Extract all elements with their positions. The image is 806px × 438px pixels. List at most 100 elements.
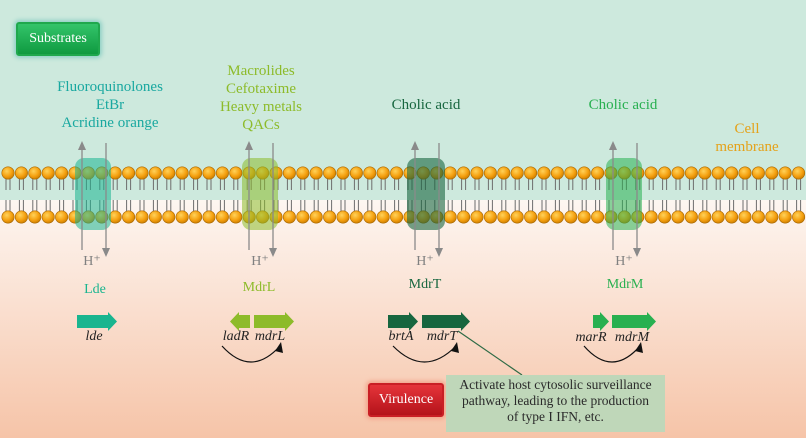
lipid-head <box>765 166 779 180</box>
lipid-head <box>215 166 229 180</box>
lipid-tail <box>487 200 493 212</box>
lipid-head <box>564 166 578 180</box>
lipid-head <box>135 210 149 224</box>
mdrt-substrates: Cholic acid <box>392 96 461 114</box>
lipid-tail <box>219 178 225 190</box>
lipid-tail <box>18 178 24 190</box>
lipid-tail <box>541 200 547 212</box>
transporter-mdrt <box>407 158 445 230</box>
gene-label-brta: brtA <box>388 329 414 344</box>
lipid-head <box>711 210 725 224</box>
lipid-tail <box>300 200 306 212</box>
lipid-head <box>376 210 390 224</box>
virulence-description-box: Activate host cytosolic surveillance pat… <box>446 375 665 432</box>
lipid-head <box>751 166 765 180</box>
lipid-head <box>229 166 243 180</box>
arrowhead <box>435 248 443 257</box>
lde-substrate: EtBr <box>95 97 125 113</box>
lipid-tail <box>528 200 534 212</box>
gene-label-mdrm: mdrM <box>614 330 650 345</box>
lipid-tail <box>474 178 480 190</box>
lipid-tail <box>501 178 507 190</box>
lipid-head <box>497 166 511 180</box>
lipid-tail <box>394 200 400 212</box>
lipid-tail <box>769 178 775 190</box>
lipid-head <box>202 166 216 180</box>
lipid-tail <box>461 178 467 190</box>
lipid-head <box>175 166 189 180</box>
mdrl-substrate: Heavy metals <box>219 99 303 115</box>
proton-label: H⁺ <box>615 254 633 269</box>
mdrl-substrate: Macrolides <box>227 63 295 79</box>
lipid-tail <box>18 200 24 212</box>
lipid-head <box>14 210 28 224</box>
gene-arrow-mdrm <box>612 312 656 331</box>
lipid-tail <box>353 178 359 190</box>
gene-arrow-ladr <box>230 312 250 331</box>
lipid-head <box>148 210 162 224</box>
lipid-tail <box>219 200 225 212</box>
lipid-tail <box>112 178 118 190</box>
lipid-tail <box>286 200 292 212</box>
lipid-tail <box>688 200 694 212</box>
virulence-description-line: of type I IFN, etc. <box>507 409 604 424</box>
lipid-head <box>376 166 390 180</box>
lipid-head <box>363 210 377 224</box>
lipid-head <box>510 210 524 224</box>
arrowhead <box>609 141 617 150</box>
gene-arrow-lde <box>77 312 117 331</box>
lipid-tail <box>554 200 560 212</box>
gene-label-mdrl: mdrL <box>254 329 286 344</box>
arrowhead <box>451 342 459 353</box>
lipid-tail <box>447 178 453 190</box>
lipid-tail <box>152 200 158 212</box>
lipid-tail <box>742 200 748 212</box>
pump-name-mdrm: MdrM <box>606 277 644 292</box>
lipid-head <box>122 166 136 180</box>
lde-substrates: Fluoroquinolones EtBr Acridine orange <box>57 78 163 132</box>
lipid-tail <box>581 178 587 190</box>
lipid-tail <box>45 200 51 212</box>
lipid-tail <box>595 200 601 212</box>
lipid-tail <box>353 200 359 212</box>
lipid-head <box>162 210 176 224</box>
lipid-head <box>658 166 672 180</box>
mdrm-substrate: Cholic acid <box>588 97 658 113</box>
lipid-tail <box>715 178 721 190</box>
lipid-head <box>457 210 471 224</box>
arrowhead <box>275 342 283 353</box>
lipid-head <box>41 166 55 180</box>
proton-label: H⁺ <box>251 254 269 269</box>
lipid-head <box>390 210 404 224</box>
lipid-tail <box>528 178 534 190</box>
lipid-head <box>323 210 337 224</box>
lipid-tail <box>715 200 721 212</box>
lipid-head <box>14 166 28 180</box>
gene-arrow-mdrt <box>422 312 470 331</box>
gene-label-marr: marR <box>575 330 607 345</box>
arrowhead <box>411 141 419 150</box>
regulation-curve-ladr <box>221 345 281 363</box>
gene-label-mdrt: mdrT <box>426 329 458 344</box>
mdrl-substrate: QACs <box>242 117 280 133</box>
lipid-head <box>778 166 792 180</box>
lde-substrate: Fluoroquinolones <box>57 79 163 95</box>
lipid-tail <box>394 178 400 190</box>
lipid-tail <box>152 178 158 190</box>
lipid-head <box>189 210 203 224</box>
lipid-head <box>148 166 162 180</box>
lipid-head <box>162 166 176 180</box>
gene-label-lde: lde <box>85 329 103 344</box>
lipid-tail <box>313 200 319 212</box>
virulence-description-line: pathway, leading to the production <box>462 393 649 408</box>
lipid-tail <box>367 178 373 190</box>
lipid-head <box>698 210 712 224</box>
connector-line <box>457 330 523 376</box>
regulation-curve-brta <box>392 345 457 363</box>
lipid-tail <box>541 178 547 190</box>
lipid-head <box>483 166 497 180</box>
lipid-tail <box>675 200 681 212</box>
lipid-tail <box>702 178 708 190</box>
lipid-tail <box>755 178 761 190</box>
lipid-tail <box>313 178 319 190</box>
